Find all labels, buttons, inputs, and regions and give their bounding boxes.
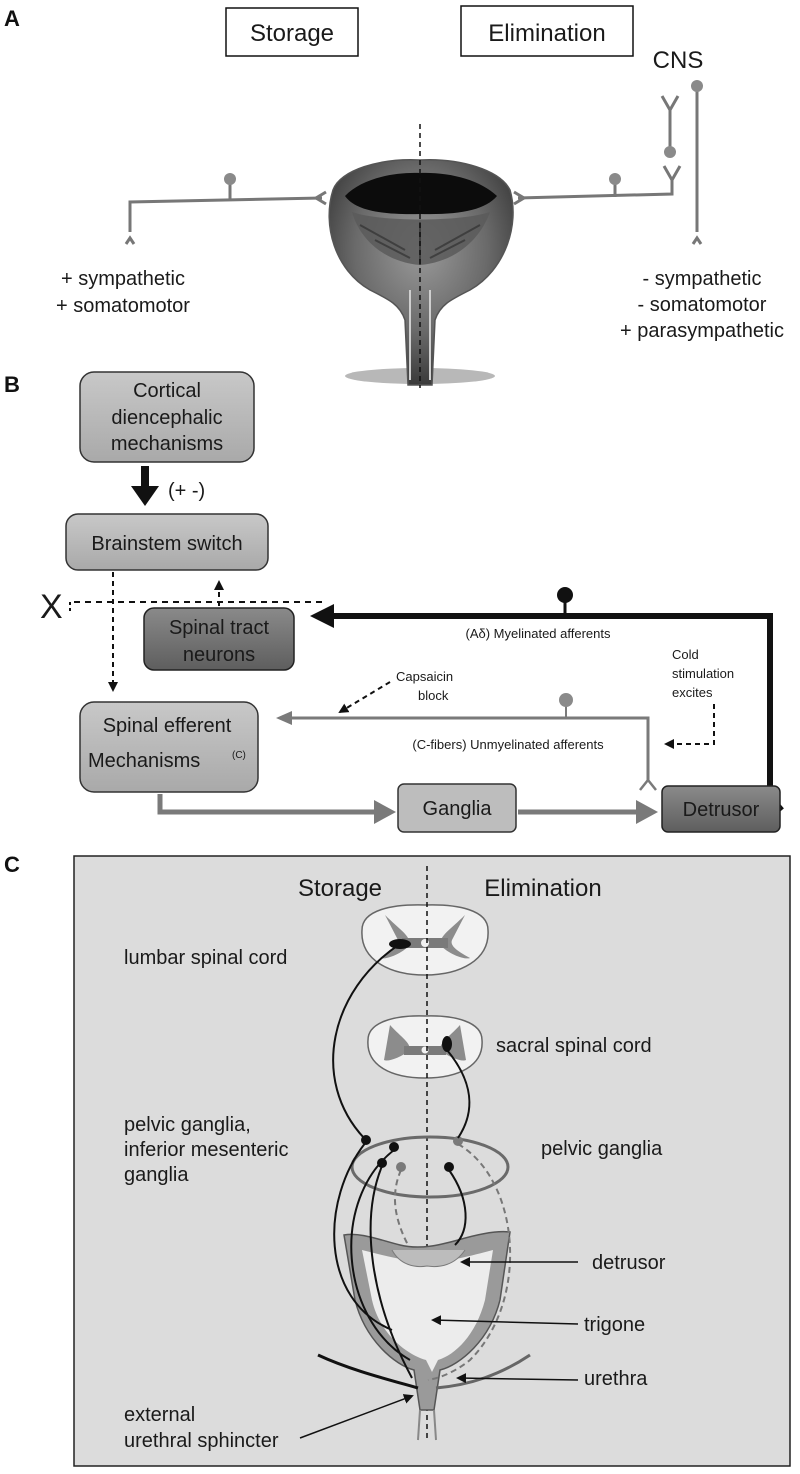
pelvic-left-line3: ganglia xyxy=(124,1164,189,1186)
trigone-arrow xyxy=(431,1315,579,1326)
efferent-line2: Mechanisms xyxy=(88,750,200,772)
ganglia-box xyxy=(397,783,517,833)
cold-line3: excites xyxy=(672,685,713,700)
cold-line1: Cold xyxy=(672,647,699,662)
cns-label: CNS xyxy=(653,47,704,74)
cortical-to-brainstem-arrow xyxy=(131,466,159,506)
myelinated-ganglion-dot xyxy=(557,587,573,603)
left-ganglion-dot xyxy=(224,173,236,185)
bladder-cross-section xyxy=(343,1230,511,1441)
sphincter-line2: urethral sphincter xyxy=(124,1430,279,1452)
efferent-line1: Spinal efferent xyxy=(103,715,232,737)
elimination-label: Elimination xyxy=(488,20,605,47)
elimination-box xyxy=(460,5,634,57)
brainstem-box xyxy=(65,513,269,571)
spinal-efferent-box xyxy=(79,701,259,793)
sacral-spinal-cord-cross-section xyxy=(367,1015,483,1079)
pelvic-left-line1: pelvic ganglia, xyxy=(124,1114,251,1136)
myelinated-label: (Aδ) Myelinated afferents xyxy=(465,626,611,641)
lumbar-spinal-cord-cross-section xyxy=(361,904,489,976)
panel-a-letter: A xyxy=(4,6,20,31)
panel-a: A Storage Elimination CNS xyxy=(4,5,784,388)
lumbar-label: lumbar spinal cord xyxy=(124,947,287,969)
cortical-line1: Cortical xyxy=(133,380,201,402)
capsaicin-line1: Capsaicin xyxy=(396,669,453,684)
panel-c: C Storage Elimination lumbar spinal cord… xyxy=(4,852,791,1467)
panel-b: B Cortical diencephalic mechanisms (+ -)… xyxy=(4,371,784,833)
efferent-superscript: (C) xyxy=(232,750,246,761)
detrusor-label-c: detrusor xyxy=(592,1252,666,1274)
preganglionic-dot xyxy=(664,146,676,158)
capsaicin-arrow xyxy=(338,681,391,714)
bladder-illustration xyxy=(328,159,514,386)
right-ganglion-dot xyxy=(609,173,621,185)
sacral-neuron-dot xyxy=(442,1036,452,1052)
storage-label-c: Storage xyxy=(298,875,382,902)
pelvic-ganglia-ellipse xyxy=(350,1135,510,1199)
pelvic-left-line2: inferior mesenteric xyxy=(124,1139,289,1161)
trigone-label-c: trigone xyxy=(584,1314,645,1336)
ganglion-dot-6 xyxy=(444,1162,454,1172)
unmyelinated-label: (C-fibers) Unmyelinated afferents xyxy=(412,737,604,752)
cortical-line3: mechanisms xyxy=(111,433,223,455)
panel-c-letter: C xyxy=(4,852,20,877)
capsaicin-line2: block xyxy=(418,688,449,703)
detrusor-box xyxy=(661,785,781,833)
left-nerve-pathway xyxy=(124,182,327,245)
block-x-mark: X xyxy=(40,588,63,626)
sphincter-line1: external xyxy=(124,1404,195,1426)
spinal-tract-box xyxy=(143,607,295,671)
brainstem-label: Brainstem switch xyxy=(91,533,242,555)
cold-line2: stimulation xyxy=(672,666,734,681)
ganglion-dot-3 xyxy=(377,1158,387,1168)
plus-minus-label: (+ -) xyxy=(168,480,205,502)
spinal-tract-line2: neurons xyxy=(183,644,255,666)
ganglia-to-detrusor-arrow xyxy=(518,800,658,824)
cortical-line2: diencephalic xyxy=(111,407,222,429)
elimination-label-c: Elimination xyxy=(484,875,601,902)
sphincter-arrow xyxy=(299,1394,414,1439)
left-effect-line1: + sympathetic xyxy=(61,268,185,290)
detrusor-label-b: Detrusor xyxy=(683,799,760,821)
efferent-to-ganglia-arrow xyxy=(157,794,396,824)
spinal-tract-line1: Spinal tract xyxy=(169,617,269,639)
cns-neuron-dot xyxy=(691,80,703,92)
sacral-label: sacral spinal cord xyxy=(496,1035,652,1057)
unmyelinated-ganglion-dot xyxy=(559,693,573,707)
pelvic-right-label: pelvic ganglia xyxy=(541,1138,663,1160)
cold-arrow xyxy=(664,704,715,749)
ganglia-label: Ganglia xyxy=(423,798,493,820)
right-nerve-pathway xyxy=(513,90,703,245)
urethra-arrow xyxy=(456,1373,579,1384)
urethra-label-c: urethra xyxy=(584,1368,648,1390)
right-effect-line2: - somatomotor xyxy=(638,294,767,316)
panel-b-letter: B xyxy=(4,372,20,397)
storage-box xyxy=(225,7,359,57)
left-effect-line2: + somatomotor xyxy=(56,295,190,317)
ganglion-dot-4 xyxy=(396,1162,406,1172)
cortical-box xyxy=(79,371,255,463)
ganglion-dot-5 xyxy=(453,1136,463,1146)
storage-label: Storage xyxy=(250,20,334,47)
unmyelinated-afferent-pathway xyxy=(276,706,657,791)
ganglion-dot-2 xyxy=(389,1142,399,1152)
right-effect-line1: - sympathetic xyxy=(643,268,762,290)
right-effect-line3: + parasympathetic xyxy=(620,320,784,342)
